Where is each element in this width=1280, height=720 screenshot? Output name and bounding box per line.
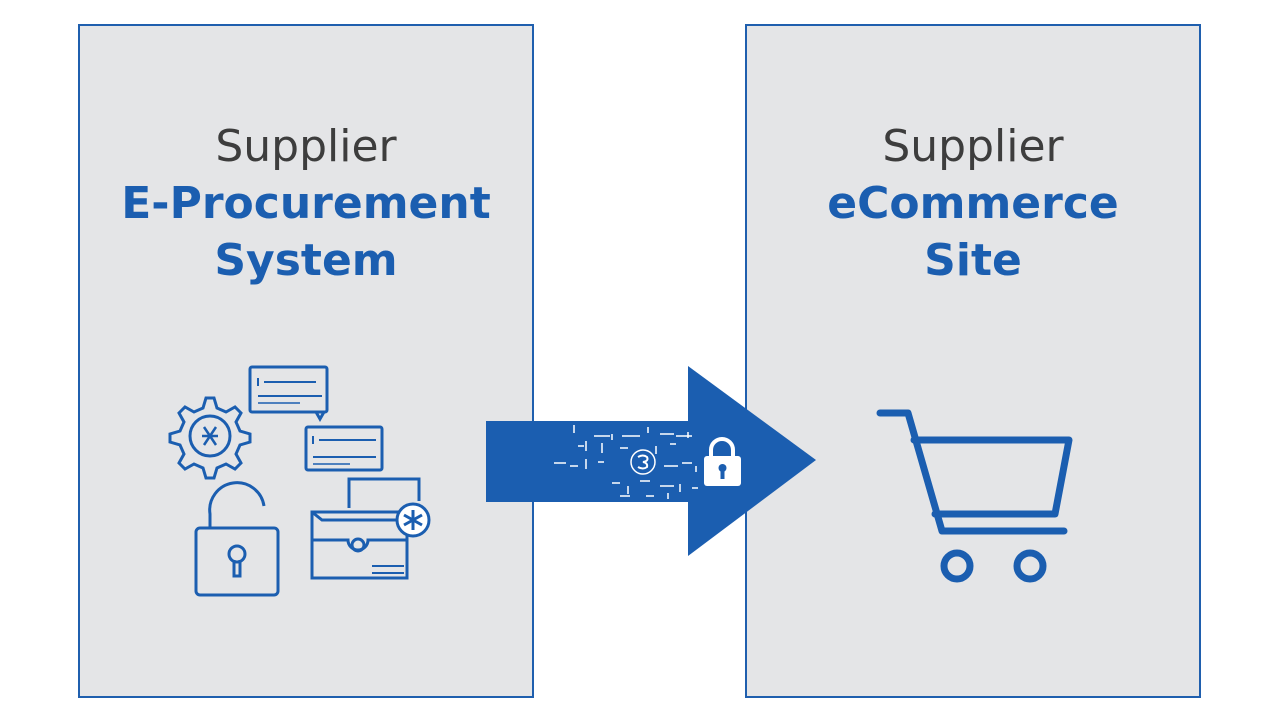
- data-stream-icon: [554, 425, 698, 499]
- eprocurement-panel: Supplier E-Procurement System: [78, 24, 534, 698]
- form-card-icon: [304, 425, 384, 472]
- folder-icon: [310, 477, 421, 580]
- eprocurement-title-line2: E-Procurement: [121, 178, 491, 229]
- eprocurement-title-line3: System: [214, 235, 398, 286]
- shopping-cart-icon: [876, 409, 1073, 583]
- form-card-icon: [248, 365, 329, 423]
- padlock-closed-icon: [704, 437, 741, 486]
- ecommerce-title-line2: eCommerce: [827, 178, 1119, 229]
- transfer-arrow: [486, 366, 816, 556]
- ecommerce-title-line1: Supplier: [882, 121, 1064, 172]
- padlock-open-icon: [194, 481, 280, 597]
- ecommerce-panel: Supplier eCommerce Site: [745, 24, 1201, 698]
- ecommerce-title-line3: Site: [924, 235, 1022, 286]
- eprocurement-title-line1: Supplier: [215, 121, 397, 172]
- gear-icon: [168, 396, 252, 480]
- ecommerce-title: Supplier eCommerce Site: [747, 118, 1199, 289]
- eprocurement-title: Supplier E-Procurement System: [80, 118, 532, 289]
- badge-icon: [395, 502, 431, 538]
